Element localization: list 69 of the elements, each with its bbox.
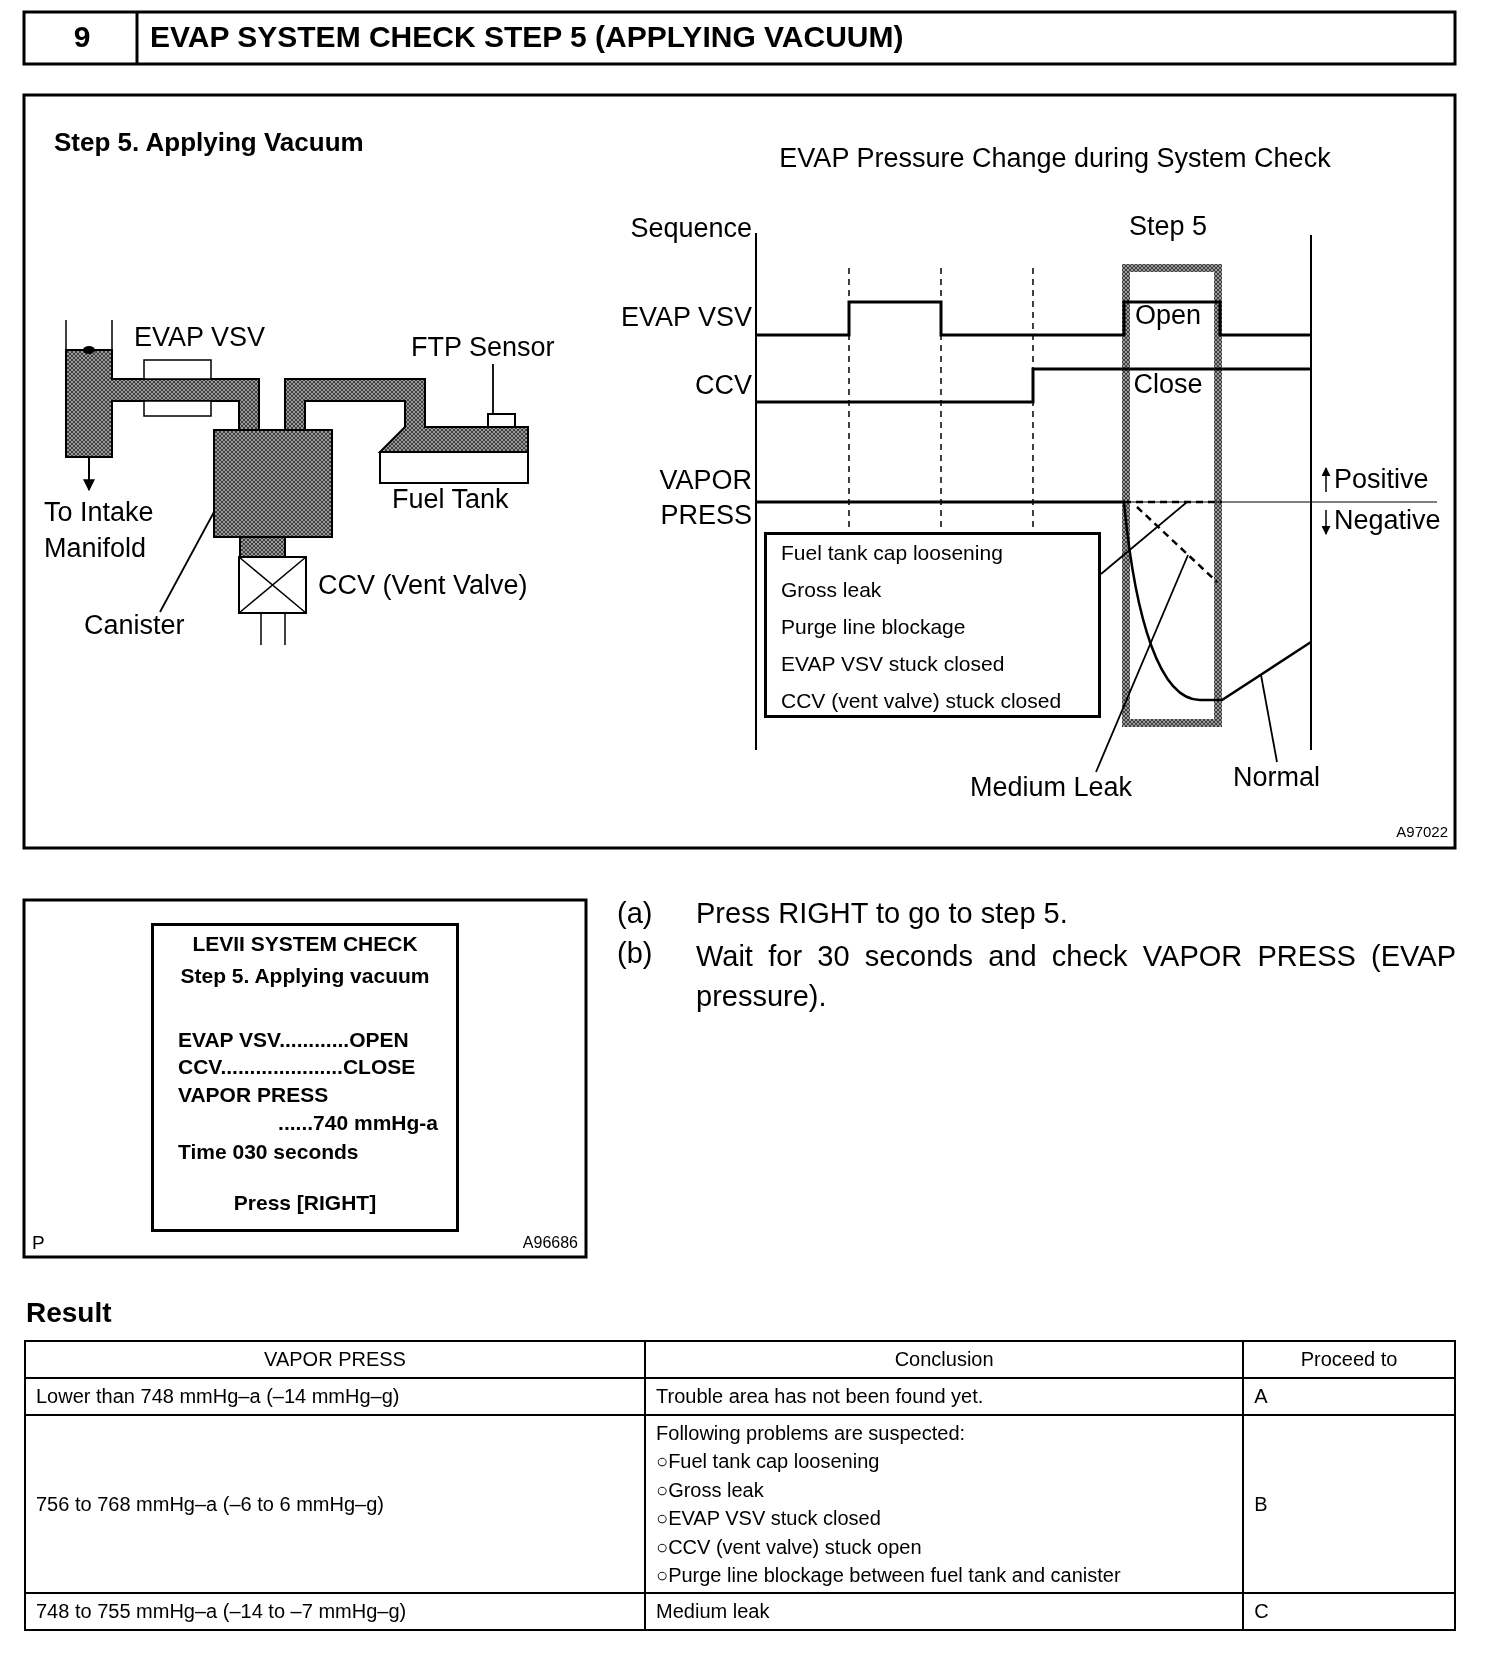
axis-label: Positive (1334, 464, 1429, 496)
step-label: Step 5 (1127, 211, 1209, 243)
column-header: Proceed to (1243, 1341, 1455, 1378)
curve-label: Normal (1233, 762, 1320, 794)
table-cell: A (1243, 1378, 1455, 1415)
page-title: EVAP SYSTEM CHECK STEP 5 (APPLYING VACUUM) (150, 20, 904, 55)
screen-text: Press [RIGHT] (232, 1191, 378, 1216)
table-cell: 748 to 755 mmHg–a (–14 to –7 mmHg–g) (25, 1593, 646, 1631)
part-label: FTP Sensor (411, 332, 555, 364)
table-cell: Trouble area has not been found yet. (645, 1378, 1244, 1415)
figure-heading: Step 5. Applying Vacuum (54, 128, 364, 158)
figure-code: A96686 (521, 1234, 578, 1253)
leader-line (159, 511, 215, 613)
canister-drawing (213, 429, 333, 538)
figure-mark: P (32, 1232, 45, 1254)
leader-line (1260, 674, 1278, 763)
axis-label: Sequence (629, 213, 752, 245)
sensor-drawing (487, 413, 516, 428)
pressure-curve (1124, 500, 1222, 504)
leader-line (492, 363, 494, 415)
display-screen (151, 923, 459, 1232)
table-cell: Medium leak (645, 1593, 1244, 1631)
cause-text: Gross leak (781, 578, 882, 603)
table-cell: C (1243, 1593, 1455, 1631)
column-header: VAPOR PRESS (25, 1341, 646, 1378)
state-label: Close (1132, 369, 1204, 401)
part-label: Canister (84, 610, 185, 642)
chart-title: EVAP Pressure Change during System Check (778, 143, 1332, 175)
list-item: ○Fuel tank cap loosening (656, 1449, 881, 1475)
list-item: ○Gross leak (656, 1477, 765, 1503)
cell-text: Following problems are suspected: (656, 1421, 967, 1446)
figure-code: A97022 (1395, 823, 1448, 841)
list-item: ○EVAP VSV stuck closed (656, 1506, 882, 1532)
signal-label: CCV (694, 370, 752, 402)
table-cell: B (1243, 1415, 1455, 1594)
pressure-curve (1122, 501, 1312, 702)
screen-text: Step 5. Applying vacuum (179, 964, 431, 989)
screen-text: Time 030 seconds (178, 1140, 359, 1165)
screen-text: EVAP VSV............OPEN (178, 1028, 409, 1053)
part-label: Fuel Tank (392, 484, 509, 516)
cause-text: EVAP VSV stuck closed (781, 652, 1005, 677)
cause-text: Fuel tank cap loosening (781, 541, 1003, 566)
cause-list-box (764, 532, 1101, 718)
list-item: ○CCV (vent valve) stuck open (656, 1534, 923, 1560)
signal-label: EVAP VSV (619, 302, 752, 334)
table-cell: Lower than 748 mmHg–a (–14 mmHg–g) (25, 1378, 646, 1415)
screen-text: LEVII SYSTEM CHECK (191, 932, 419, 957)
leader-line (1095, 554, 1189, 773)
curve-label: Medium Leak (970, 772, 1133, 804)
step-number: 9 (72, 20, 92, 55)
section-heading: Result (26, 1297, 112, 1330)
instruction-text: Press RIGHT to go to step 5. (696, 897, 1068, 931)
state-label: Open (1133, 300, 1203, 332)
part-label: CCV (Vent Valve) (318, 570, 528, 602)
list-marker: (a) (617, 897, 653, 931)
screen-text: ......740 mmHg-a (278, 1111, 438, 1136)
part-label: EVAP VSV (134, 322, 266, 354)
list-item: ○Purge line blockage between fuel tank and canister (656, 1562, 1122, 1588)
part-label: To Intake Manifold (44, 496, 155, 566)
instruction-text: Wait for 30 seconds and check VAPOR PRESS (EVAP pressure). (696, 939, 1456, 1014)
column-header: Conclusion (645, 1341, 1244, 1378)
list-marker: (b) (617, 937, 653, 971)
cause-text: Purge line blockage (781, 615, 966, 640)
axis-label: Negative (1334, 505, 1441, 537)
screen-text: VAPOR PRESS (178, 1083, 329, 1108)
signal-label: VAPOR PRESS (658, 464, 752, 533)
table-cell: 756 to 768 mmHg–a (–6 to 6 mmHg–g) (25, 1415, 646, 1594)
screen-text: CCV.....................CLOSE (178, 1055, 416, 1080)
cause-text: CCV (vent valve) stuck closed (781, 689, 1062, 714)
